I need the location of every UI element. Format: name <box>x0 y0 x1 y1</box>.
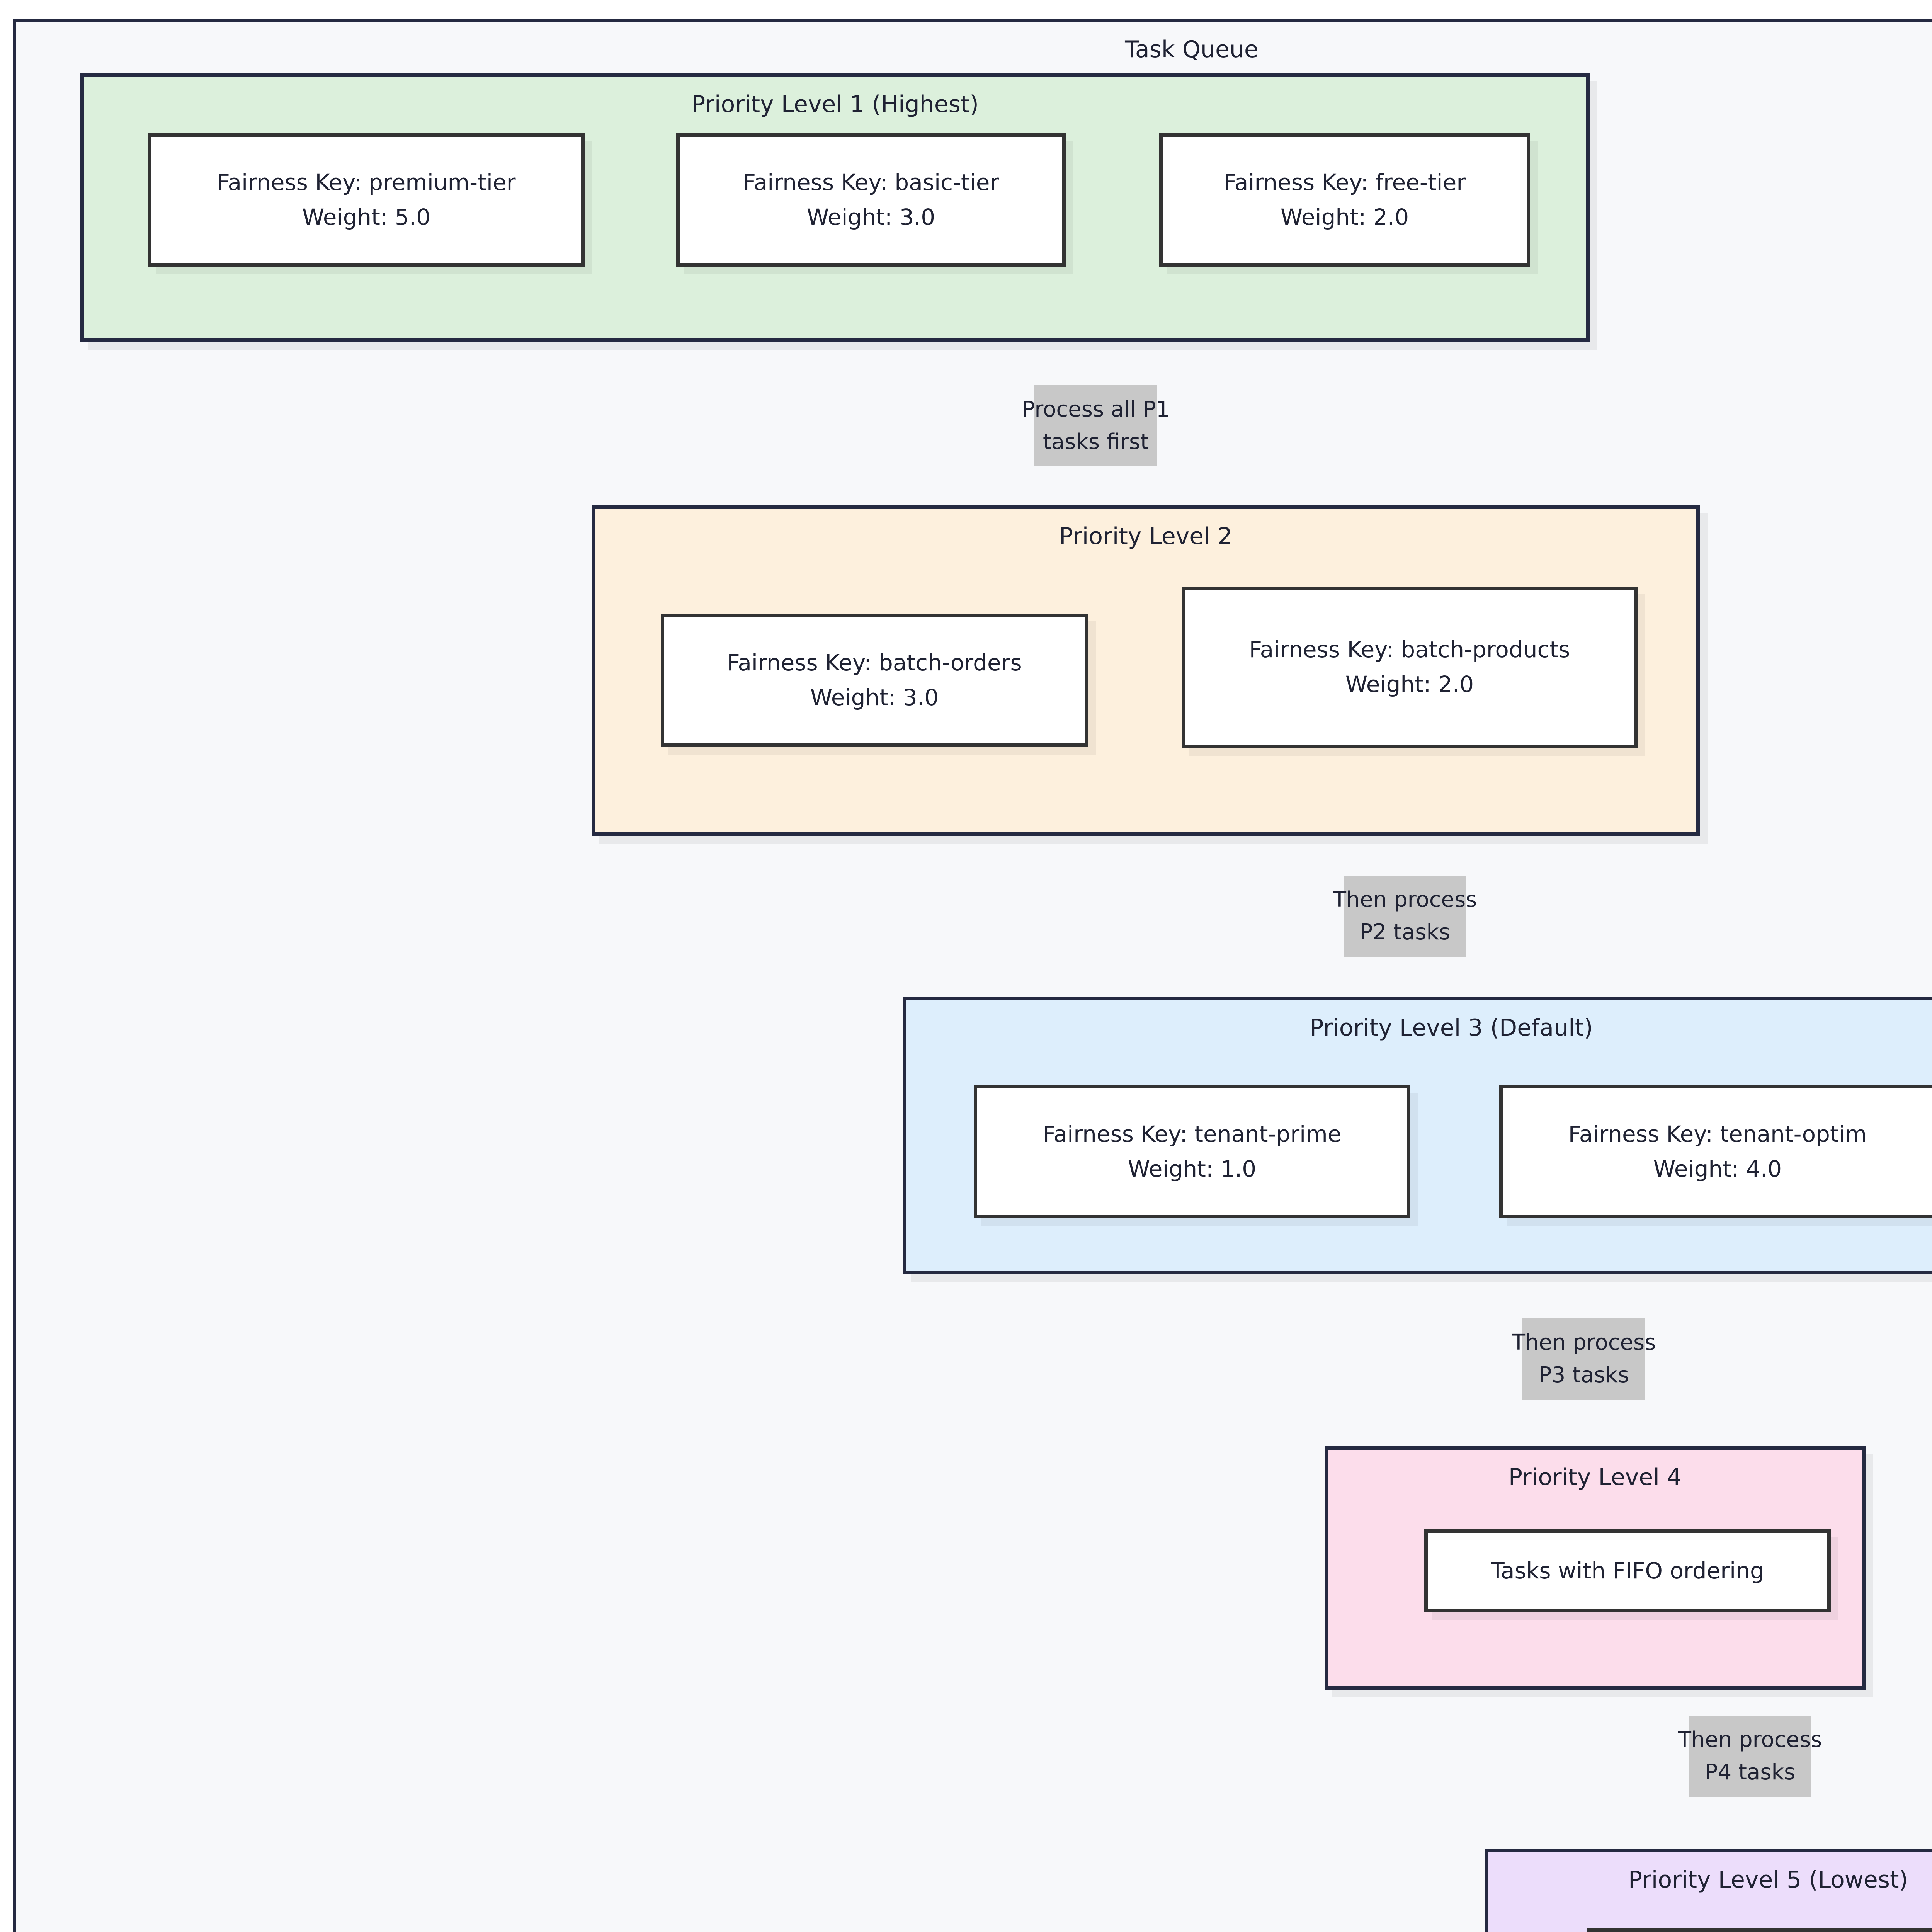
node-key-line: Fairness Key: batch-orders <box>727 649 1022 676</box>
edge-label-then-process-p2-tasks: Then process P2 tasks <box>1333 876 1477 957</box>
edge-label-line1: Process all P1 <box>1022 397 1170 422</box>
node-key-line: Tasks with FIFO ordering <box>1491 1557 1764 1584</box>
node-key-line: Fairness Key: premium-tier <box>217 169 516 196</box>
cluster-title-priority-level-3: Priority Level 3 (Default) <box>1310 1014 1593 1041</box>
node-tasks-with-fifo-ordering-p5[interactable]: Tasks with FIFO ordering <box>1587 1928 1932 1932</box>
node-key-line: Fairness Key: tenant-prime <box>1043 1121 1342 1147</box>
cluster-priority-level-5[interactable]: Priority Level 5 (Lowest) <box>1485 1849 1932 1932</box>
edge-label-line1: Then process <box>1678 1727 1822 1752</box>
edge-label-line2: P4 tasks <box>1704 1760 1796 1785</box>
node-fairness-key-tenant-prime[interactable]: Fairness Key: tenant-prime Weight: 1.0 <box>974 1085 1410 1218</box>
cluster-title-priority-level-2: Priority Level 2 <box>1059 523 1233 550</box>
cluster-title-priority-level-4: Priority Level 4 <box>1508 1464 1682 1491</box>
node-fairness-key-tenant-optim[interactable]: Fairness Key: tenant-optim Weight: 4.0 <box>1499 1085 1932 1218</box>
edge-label-line2: tasks first <box>1043 429 1149 454</box>
node-weight-line: Weight: 4.0 <box>1653 1155 1782 1182</box>
node-key-line: Fairness Key: batch-products <box>1249 636 1570 663</box>
node-weight-line: Weight: 5.0 <box>302 204 431 230</box>
node-key-line: Fairness Key: free-tier <box>1223 169 1466 196</box>
node-key-line: Fairness Key: tenant-optim <box>1568 1121 1867 1147</box>
edge-label-line1: Then process <box>1333 887 1477 912</box>
node-fairness-key-premium-tier[interactable]: Fairness Key: premium-tier Weight: 5.0 <box>148 133 585 267</box>
node-fairness-key-batch-orders[interactable]: Fairness Key: batch-orders Weight: 3.0 <box>661 614 1088 747</box>
node-weight-line: Weight: 3.0 <box>810 684 939 711</box>
cluster-title-priority-level-5: Priority Level 5 (Lowest) <box>1628 1866 1908 1893</box>
edge-label-then-process-p4-tasks: Then process P4 tasks <box>1678 1716 1822 1797</box>
edge-label-line1: Then process <box>1512 1330 1656 1355</box>
node-weight-line: Weight: 1.0 <box>1128 1155 1257 1182</box>
node-tasks-with-fifo-ordering-p4[interactable]: Tasks with FIFO ordering <box>1424 1529 1831 1612</box>
cluster-title-priority-level-1: Priority Level 1 (Highest) <box>691 91 979 118</box>
node-fairness-key-basic-tier[interactable]: Fairness Key: basic-tier Weight: 3.0 <box>676 133 1066 267</box>
node-weight-line: Weight: 2.0 <box>1280 204 1409 230</box>
edge-label-process-all-p1-tasks-first: Process all P1 tasks first <box>1022 385 1170 466</box>
node-weight-line: Weight: 2.0 <box>1345 671 1474 697</box>
node-fairness-key-free-tier[interactable]: Fairness Key: free-tier Weight: 2.0 <box>1159 133 1530 267</box>
node-key-line: Fairness Key: basic-tier <box>743 169 999 196</box>
edge-label-line2: P2 tasks <box>1359 920 1451 945</box>
edge-label-line2: P3 tasks <box>1538 1362 1629 1388</box>
node-weight-line: Weight: 3.0 <box>806 204 935 230</box>
node-fairness-key-batch-products[interactable]: Fairness Key: batch-products Weight: 2.0 <box>1182 587 1638 748</box>
cluster-title-task-queue: Task Queue <box>1125 36 1259 63</box>
edge-label-then-process-p3-tasks: Then process P3 tasks <box>1512 1318 1656 1400</box>
